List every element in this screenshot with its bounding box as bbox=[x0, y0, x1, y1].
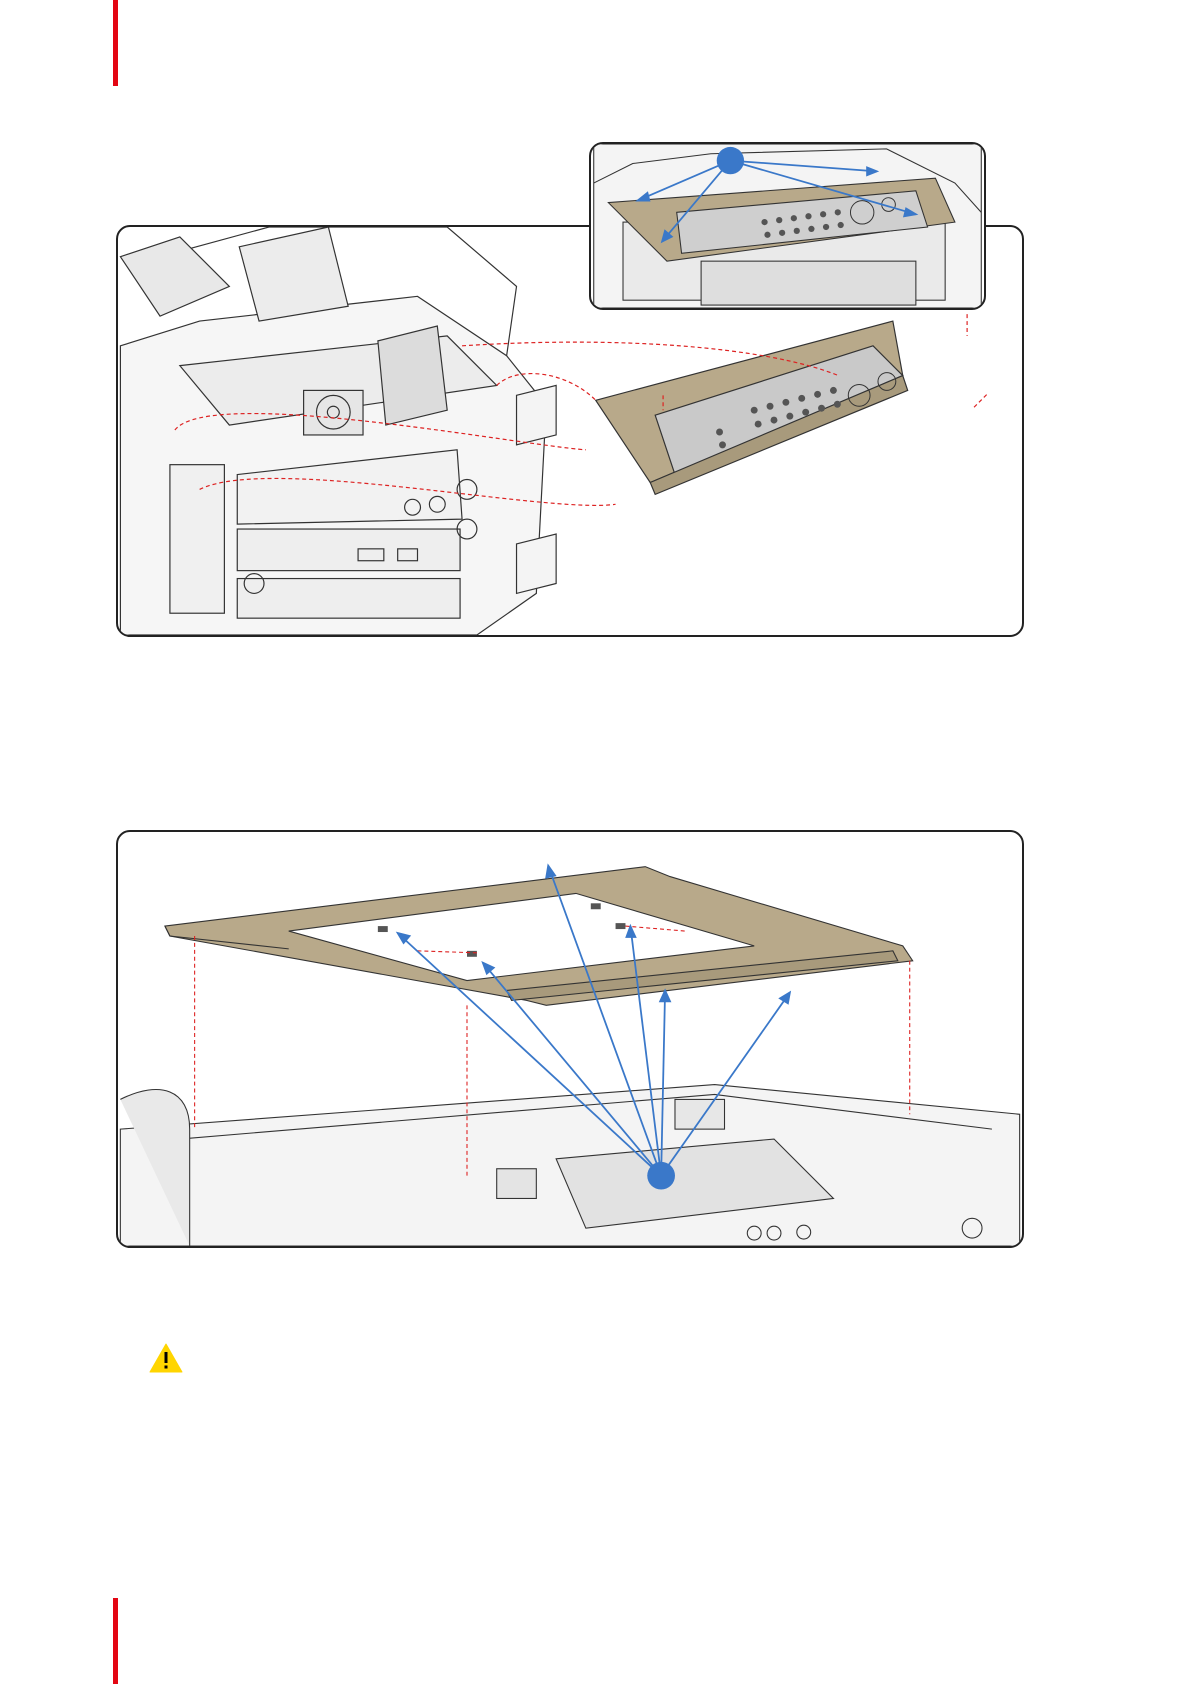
warning-icon bbox=[149, 1343, 183, 1373]
callout-marker bbox=[647, 1162, 675, 1190]
figure-top-frame-screws bbox=[116, 830, 1024, 1248]
footer-accent-bar bbox=[113, 1598, 118, 1684]
frame-drawing bbox=[118, 832, 1022, 1246]
inset-drawing bbox=[591, 144, 984, 308]
figure-panel-screws-inset bbox=[589, 142, 986, 310]
callout-marker bbox=[717, 147, 744, 174]
header-accent-bar bbox=[113, 0, 118, 86]
